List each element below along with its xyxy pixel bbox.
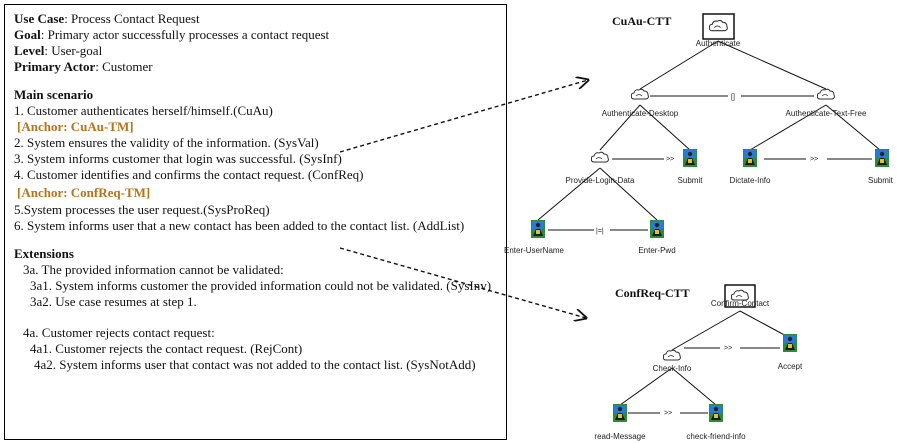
confreq-op-enable-1: >> <box>724 345 732 352</box>
step-2: 2. System ensures the validity of the in… <box>14 135 319 150</box>
abstract-task-icon <box>662 349 681 361</box>
arrow-to-confreq-ctt <box>339 247 586 318</box>
user-task-icon <box>683 149 697 167</box>
step-5: 5.System processes the user request.(Sys… <box>14 202 270 217</box>
cuau-op-enable-2: >> <box>810 156 818 163</box>
step-3: 3. System informs customer that login wa… <box>14 151 342 166</box>
cuau-ctt-title: CuAu-CTT <box>612 14 671 28</box>
anchor-confreq: [Anchor: ConfReq-TM] <box>17 185 151 200</box>
confreq-operator-lines <box>628 347 780 414</box>
level-label: Level <box>14 43 45 58</box>
confreq-tree-edges <box>619 310 791 406</box>
confreq-op-enable-2: >> <box>664 410 672 417</box>
goal-line: Goal: Primary actor successfully process… <box>14 27 329 43</box>
anchor-cuau: [Anchor: CuAu-TM] <box>17 119 134 134</box>
abstract-task-icon <box>630 88 649 100</box>
actor-value: : Customer <box>95 59 153 74</box>
cuau-op-enable-1: >> <box>666 156 674 163</box>
cuau-operator-lines <box>548 95 872 231</box>
node-dictate-info: Dictate-Info <box>730 176 771 185</box>
actor-label: Primary Actor <box>14 59 96 74</box>
level-line: Level: User-goal <box>14 43 102 59</box>
node-provide-login-data: Provide-Login-Data <box>566 176 635 185</box>
node-submit: Submit <box>678 176 704 185</box>
extension-3a2: 3a2. Use case resumes at step 1. <box>30 294 197 309</box>
extension-3a1: 3a1. System informs customer the provide… <box>30 278 492 293</box>
node-authenticate: Authenticate <box>696 39 741 48</box>
user-task-icon <box>613 404 627 422</box>
node-enter-username: Enter-UserName <box>504 246 565 255</box>
node-accept: Accept <box>778 362 803 371</box>
use-case-title-line: Use Case: Process Contact Request <box>14 11 200 27</box>
node-enter-pwd: Enter-Pwd <box>638 246 675 255</box>
confreq-ctt-title: ConfReq-CTT <box>615 286 690 300</box>
cuau-root-box <box>702 13 735 40</box>
node-authenticate-desktop: Authenticate-Desktop <box>602 109 679 118</box>
node-read-message: read-Message <box>594 432 646 441</box>
use-case-panel: Use Case: Process Contact Request Goal: … <box>4 4 507 440</box>
user-task-icon <box>875 149 889 167</box>
actor-line: Primary Actor: Customer <box>14 59 153 75</box>
goal-value: : Primary actor successfully processes a… <box>40 27 330 42</box>
user-task-icon <box>531 220 545 238</box>
node-confirm-contact: Confirm-Contact <box>711 299 770 308</box>
extension-4a2: 4a2. System informs user that contact wa… <box>34 357 476 372</box>
user-task-icon <box>743 149 757 167</box>
step-1: 1. Customer authenticates herself/himsel… <box>14 103 273 118</box>
node-submit-2: Submit <box>868 176 894 185</box>
node-authenticate-text-free: Authenticate-Text-Free <box>786 109 867 118</box>
cuau-op-choice: [] <box>731 94 735 101</box>
extension-4a1: 4a1. Customer rejects the contact reques… <box>30 341 303 356</box>
user-task-icon <box>783 334 797 352</box>
extension-4a: 4a. Customer rejects contact request: <box>23 325 215 340</box>
arrow-to-cuau-ctt <box>339 80 588 153</box>
goal-label: Goal <box>14 27 41 42</box>
abstract-task-icon <box>590 151 609 163</box>
node-check-friend-info: check-friend-info <box>686 432 746 441</box>
cuau-op-interleave: |=| <box>596 228 604 235</box>
use-case-label: Use Case <box>14 11 65 26</box>
use-case-value: : Process Contact Request <box>64 11 200 26</box>
node-check-info: Check-Info <box>653 364 692 373</box>
step-4: 4. Customer identifies and confirms the … <box>14 167 364 182</box>
extension-3a: 3a. The provided information cannot be v… <box>23 262 284 277</box>
cuau-tree-edges <box>537 40 881 221</box>
level-value: : User-goal <box>44 43 103 58</box>
main-scenario-heading: Main scenario <box>14 87 94 102</box>
abstract-task-icon <box>816 88 835 100</box>
extensions-heading: Extensions <box>14 246 74 261</box>
step-6: 6. System informs user that a new contac… <box>14 218 465 233</box>
user-task-icon <box>650 220 664 238</box>
user-task-icon <box>709 404 723 422</box>
